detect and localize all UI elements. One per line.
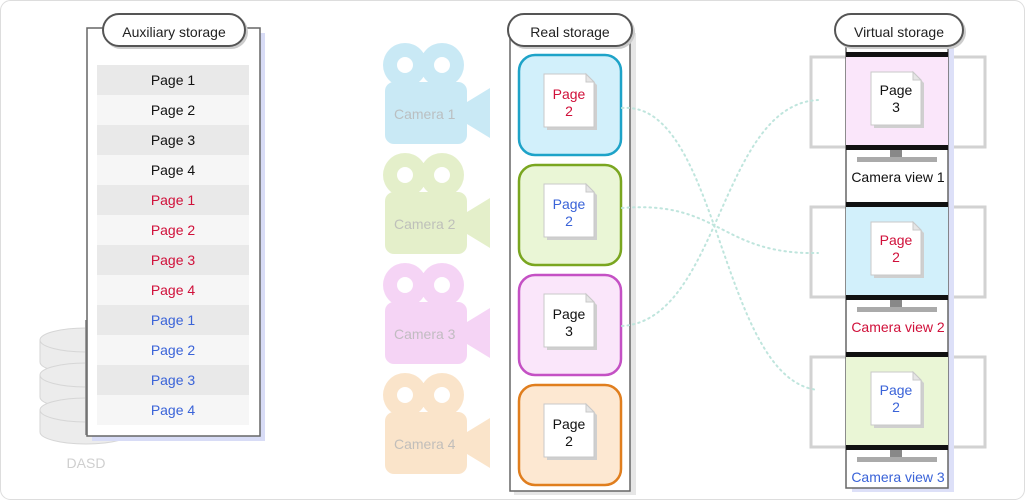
auxiliary-page-row: Page 3	[97, 365, 249, 395]
camera-view-label: Camera view 2	[851, 319, 945, 335]
camera-view-label: Camera view 1	[851, 169, 945, 185]
camera-label: Camera 2	[394, 216, 456, 232]
monitor-bottom-bar	[846, 145, 948, 150]
video-camera-icon	[383, 373, 490, 474]
real-page-label: Page 2	[552, 196, 586, 229]
auxiliary-page-row: Page 1	[97, 65, 249, 95]
auxiliary-page-row: Page 3	[97, 125, 249, 155]
auxiliary-page-row: Page 3	[97, 245, 249, 275]
monitor-top-bar	[846, 202, 948, 207]
document-page-icon	[543, 182, 597, 240]
auxiliary-page-row: Page 1	[97, 185, 249, 215]
connector-lines	[621, 99, 819, 391]
monitor-bottom-bar	[846, 445, 948, 450]
auxiliary-page-row: Page 2	[97, 95, 249, 125]
real-page-label: Page 2	[552, 416, 586, 449]
video-camera-icon	[383, 263, 490, 364]
document-page-icon	[870, 370, 924, 428]
video-camera-icon	[383, 153, 490, 254]
monitor-stand	[857, 307, 937, 312]
virtual-page-label: Page 3	[879, 82, 913, 115]
virtual-page-label: Page 2	[879, 382, 913, 415]
camera-view-label: Camera view 3	[851, 469, 945, 485]
virtual-storage-title: Virtual storage	[834, 13, 964, 47]
connector-real1-view3	[621, 106, 819, 391]
monitor-stand	[857, 457, 937, 462]
real-page-label: Page 3	[552, 306, 586, 339]
connector-real2-view2	[621, 206, 819, 255]
monitor-top-bar	[846, 52, 948, 57]
auxiliary-page-row: Page 1	[97, 305, 249, 335]
connector-real3-view1	[621, 99, 819, 327]
camera-label: Camera 3	[394, 326, 456, 342]
auxiliary-page-row: Page 2	[97, 215, 249, 245]
virtual-page-label: Page 2	[879, 232, 913, 265]
real-storage-title: Real storage	[507, 13, 633, 47]
camera-label: Camera 4	[394, 436, 456, 452]
monitor-neck	[890, 450, 902, 457]
camera-label: Camera 1	[394, 106, 456, 122]
document-page-icon	[543, 402, 597, 460]
monitor-bottom-bar	[846, 295, 948, 300]
monitor-neck	[890, 150, 902, 157]
auxiliary-page-row: Page 4	[97, 155, 249, 185]
auxiliary-storage-title: Auxiliary storage	[102, 13, 246, 47]
monitor-top-bar	[846, 352, 948, 357]
auxiliary-page-row: Page 4	[97, 395, 249, 425]
video-camera-icon	[383, 43, 490, 144]
auxiliary-page-row: Page 2	[97, 335, 249, 365]
monitor-neck	[890, 300, 902, 307]
dasd-label: DASD	[66, 455, 106, 471]
real-page-label: Page 2	[552, 86, 586, 119]
document-page-icon	[870, 70, 924, 128]
monitor-stand	[857, 157, 937, 162]
auxiliary-page-row: Page 4	[97, 275, 249, 305]
document-page-icon	[543, 292, 597, 350]
document-page-icon	[870, 220, 924, 278]
document-page-icon	[543, 72, 597, 130]
